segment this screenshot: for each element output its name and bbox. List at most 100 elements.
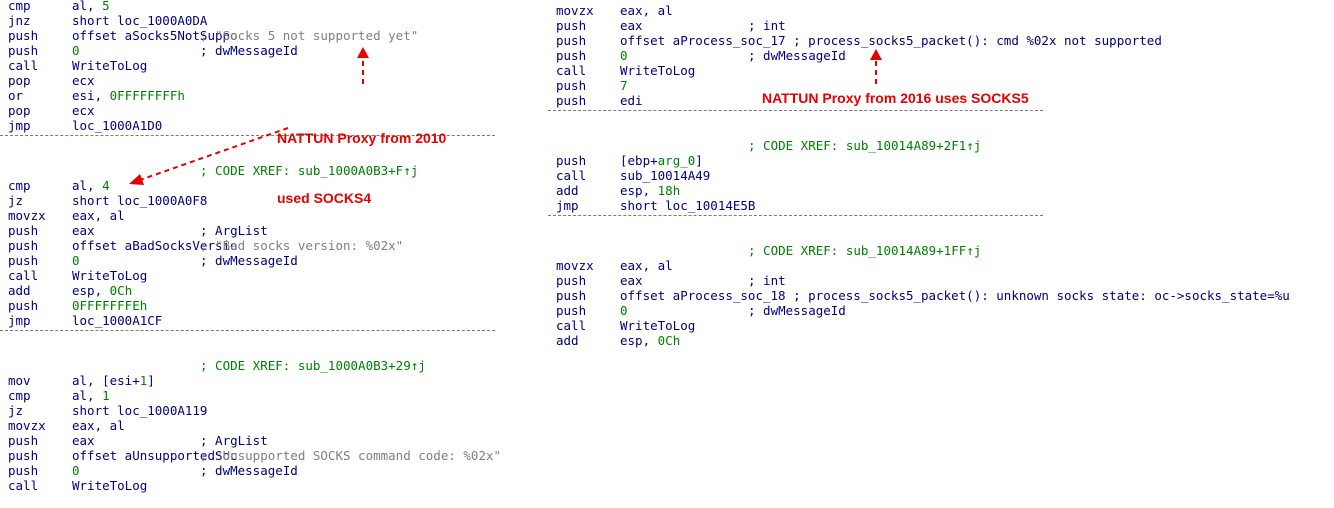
- asm-comment: ; "Unsupported SOCKS command code: %02x": [200, 448, 502, 463]
- immediate-value: arg_0: [657, 153, 696, 168]
- asm-operands: short loc_10014E5B: [620, 198, 756, 213]
- asm-operands: WriteToLog: [72, 268, 147, 283]
- asm-operands: WriteToLog: [620, 63, 695, 78]
- asm-comment: ; dwMessageId: [200, 253, 298, 268]
- asm-mnemonic: call: [8, 58, 39, 73]
- asm-mnemonic: call: [8, 478, 39, 493]
- asm-mnemonic: pop: [8, 73, 31, 88]
- asm-operands: 0FFFFFFFEh: [72, 298, 147, 313]
- asm-operands: al, [esi+1]: [72, 373, 155, 388]
- asm-operands: al, 5: [72, 0, 110, 13]
- asm-operands: esi, 0FFFFFFFFh: [72, 88, 185, 103]
- asm-operands: loc_1000A1CF: [72, 313, 163, 328]
- immediate-value: 0Ch: [657, 333, 681, 348]
- asm-mnemonic: call: [556, 318, 587, 333]
- asm-mnemonic: push: [8, 463, 39, 478]
- asm-mnemonic: add: [556, 333, 579, 348]
- asm-mnemonic: jmp: [8, 118, 31, 133]
- asm-operands: loc_1000A1D0: [72, 118, 163, 133]
- code-xref: ; CODE XREF: sub_1000A0B3+29↑j: [200, 358, 426, 373]
- code-xref: ; CODE XREF: sub_10014A89+2F1↑j: [748, 138, 982, 153]
- asm-mnemonic: push: [8, 238, 39, 253]
- asm-mnemonic: add: [8, 283, 31, 298]
- asm-operands: ecx: [72, 103, 95, 118]
- immediate-value: 1: [139, 373, 148, 388]
- asm-mnemonic: push: [8, 433, 39, 448]
- arrow-head-cmp-4: [129, 174, 144, 185]
- block-separator: [0, 330, 495, 331]
- asm-mnemonic: cmp: [8, 388, 31, 403]
- asm-operands: eax, al: [72, 208, 125, 223]
- annotation-nattun-2010: NATTUN Proxy from 2010 used SOCKS4: [277, 88, 446, 228]
- immediate-value: 0: [620, 303, 628, 318]
- asm-mnemonic: push: [556, 48, 587, 63]
- asm-operands: esp, 0Ch: [620, 333, 681, 348]
- asm-operands: short loc_1000A0DA: [72, 13, 208, 28]
- asm-operands: WriteToLog: [72, 478, 147, 493]
- asm-mnemonic: mov: [8, 373, 31, 388]
- asm-operands: al, 4: [72, 178, 110, 193]
- asm-mnemonic: jz: [8, 193, 24, 208]
- asm-mnemonic: movzx: [556, 258, 594, 273]
- asm-operands: eax: [620, 18, 643, 33]
- function-ref: WriteToLog: [620, 63, 696, 78]
- asm-mnemonic: call: [556, 63, 587, 78]
- asm-operands: sub_10014A49: [620, 168, 711, 183]
- asm-mnemonic: push: [8, 43, 39, 58]
- asm-operands: WriteToLog: [72, 58, 147, 73]
- asm-operands: short loc_1000A119: [72, 403, 208, 418]
- asm-mnemonic: add: [556, 183, 579, 198]
- asm-mnemonic: movzx: [8, 208, 46, 223]
- asm-operands: esp, 0Ch: [72, 283, 133, 298]
- asm-mnemonic: push: [556, 153, 587, 168]
- immediate-value: 0: [72, 463, 80, 478]
- asm-operands: eax, al: [620, 258, 673, 273]
- asm-mnemonic: push: [556, 33, 587, 48]
- asm-mnemonic: call: [556, 168, 587, 183]
- asm-operands: 0: [72, 43, 80, 58]
- asm-operands: offset aProcess_soc_18 ; process_socks5_…: [620, 288, 1290, 303]
- asm-comment: ; int: [748, 18, 786, 33]
- code-xref: ; CODE XREF: sub_10014A89+1FF↑j: [748, 243, 982, 258]
- asm-comment: ; dwMessageId: [748, 303, 846, 318]
- asm-comment: ; "Bad socks version: %02x": [200, 238, 404, 253]
- asm-operands: eax: [72, 223, 95, 238]
- asm-comment: ; dwMessageId: [200, 43, 298, 58]
- function-ref: WriteToLog: [620, 318, 696, 333]
- asm-mnemonic: cmp: [8, 0, 31, 13]
- asm-operands: edi: [620, 93, 643, 108]
- asm-mnemonic: pop: [8, 103, 31, 118]
- asm-mnemonic: push: [556, 273, 587, 288]
- asm-operands: 0: [620, 48, 628, 63]
- immediate-value: 7: [620, 78, 628, 93]
- asm-comment: ; ArgList: [200, 223, 268, 238]
- asm-operands: al, 1: [72, 388, 110, 403]
- asm-mnemonic: push: [556, 303, 587, 318]
- asm-mnemonic: push: [8, 253, 39, 268]
- asm-operands: eax: [620, 273, 643, 288]
- asm-operands: WriteToLog: [620, 318, 695, 333]
- annotation-2010-line2: used SOCKS4: [277, 190, 372, 206]
- block-separator: [548, 110, 1043, 111]
- asm-mnemonic: cmp: [8, 178, 31, 193]
- asm-operands: eax: [72, 433, 95, 448]
- asm-mnemonic: or: [8, 88, 24, 103]
- immediate-value: 0: [620, 48, 628, 63]
- asm-mnemonic: push: [8, 223, 39, 238]
- immediate-value: 1: [102, 388, 110, 403]
- function-ref: WriteToLog: [72, 478, 148, 493]
- immediate-value: 5: [102, 0, 110, 13]
- function-ref: WriteToLog: [72, 58, 148, 73]
- asm-mnemonic: jmp: [556, 198, 579, 213]
- asm-operands: eax, al: [620, 3, 673, 18]
- arrow-head-socks5-string: [357, 47, 369, 58]
- asm-comment: ; ArgList: [200, 433, 268, 448]
- asm-operands: esp, 18h: [620, 183, 681, 198]
- block-separator: [548, 215, 1043, 216]
- immediate-value: 0FFFFFFFFh: [109, 88, 185, 103]
- asm-operands: offset aBadSocksVersio: [72, 238, 238, 253]
- immediate-value: 0: [72, 43, 80, 58]
- asm-operands: offset aSocks5NotSuppo: [72, 28, 238, 43]
- immediate-value: 0Ch: [109, 283, 133, 298]
- asm-mnemonic: push: [556, 78, 587, 93]
